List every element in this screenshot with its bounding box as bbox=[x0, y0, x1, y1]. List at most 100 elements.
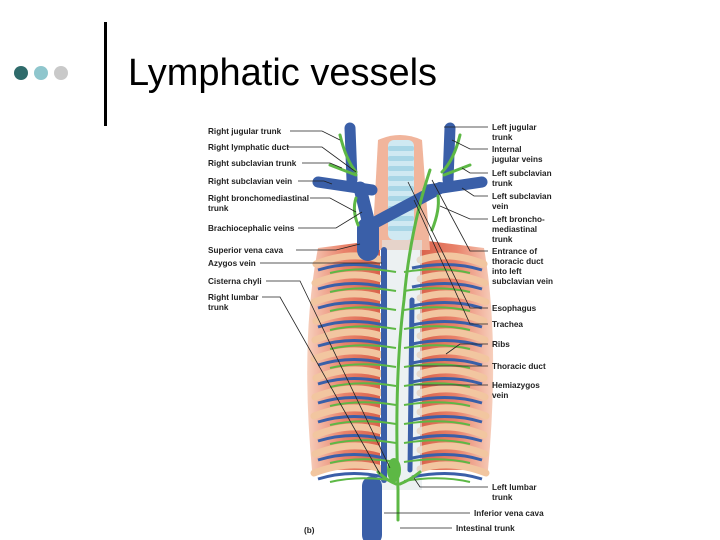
label-right-subclavian-trunk: Right subclavian trunk bbox=[208, 159, 297, 168]
intercostal-vein bbox=[411, 395, 483, 405]
trachea-ring bbox=[388, 166, 414, 171]
intercostal-vein bbox=[411, 433, 483, 443]
label-left-subclavian-trunk-2: trunk bbox=[492, 179, 513, 188]
label-brachiocephalic-veins: Brachiocephalic veins bbox=[208, 224, 295, 233]
left-internal-jugular-vein bbox=[442, 122, 456, 186]
label-inferior-vena-cava: Inferior vena cava bbox=[474, 509, 544, 518]
label-left-subclavian-vein: Left subclavian bbox=[492, 192, 552, 201]
label-ribs: Ribs bbox=[492, 340, 510, 349]
rib-right bbox=[416, 461, 490, 477]
label-hemiazygos-vein-2: vein bbox=[492, 391, 508, 400]
label-right-lumbar-trunk: Right lumbar bbox=[208, 293, 259, 302]
thoracic-duct bbox=[395, 168, 432, 492]
label-left-subclavian-vein-2: vein bbox=[492, 202, 508, 211]
rib-left bbox=[311, 271, 386, 287]
label-right-lumbar-trunk-2: trunk bbox=[208, 303, 229, 312]
label-right-bronchomediastinal: Right bronchomediastinal bbox=[208, 194, 309, 203]
lymph-vessels bbox=[328, 133, 472, 522]
intercostal-lymph bbox=[403, 458, 471, 464]
label-entrance-thoracic-duct-3: into left bbox=[492, 267, 522, 276]
intercostal-lymph bbox=[329, 287, 397, 293]
label-entrance-thoracic-duct-2: thoracic duct bbox=[492, 257, 544, 266]
leader-lines-left bbox=[260, 130, 391, 475]
rib-right bbox=[416, 290, 490, 306]
rib-left bbox=[312, 252, 386, 268]
intercostal-lymph bbox=[329, 439, 397, 445]
rib-left bbox=[312, 309, 386, 325]
right-internal-jugular-vein bbox=[344, 122, 358, 186]
label-thoracic-duct: Thoracic duct bbox=[492, 362, 546, 371]
left-subclavian-trunk bbox=[442, 163, 472, 177]
bullet-dot-3 bbox=[54, 66, 68, 80]
intercostal-vein bbox=[411, 319, 483, 329]
label-right-bronchomediastinal-2: trunk bbox=[208, 204, 229, 213]
trachea-ring bbox=[388, 156, 414, 161]
label-left-jugular-trunk: Left jugular bbox=[492, 123, 537, 132]
intercostal-vein bbox=[411, 300, 483, 310]
leader-lines-right bbox=[384, 126, 488, 529]
rib-left bbox=[310, 347, 386, 363]
slide-title: Lymphatic vessels bbox=[128, 52, 438, 94]
label-left-bronchomediastinal-2: mediastinal bbox=[492, 225, 537, 234]
bullet-dot-2 bbox=[34, 66, 48, 80]
rib-right bbox=[416, 385, 489, 401]
label-left-bronchomediastinal: Left broncho- bbox=[492, 215, 545, 224]
intercostal-lymph bbox=[329, 268, 397, 274]
intercostal-lymph bbox=[403, 420, 471, 426]
intercostal-vein bbox=[411, 471, 483, 481]
ribs-right bbox=[416, 252, 490, 477]
intercostal-vein bbox=[317, 300, 385, 310]
intercostal-lymph bbox=[329, 401, 397, 407]
label-left-bronchomediastinal-3: trunk bbox=[492, 235, 513, 244]
labels-left: Right jugular trunk Right lymphatic duct… bbox=[208, 127, 309, 312]
label-superior-vena-cava: Superior vena cava bbox=[208, 246, 284, 255]
intercostal-lymph bbox=[329, 477, 397, 483]
intercostal-lymph bbox=[329, 344, 397, 350]
intercostal-vein bbox=[411, 357, 483, 367]
rib-left bbox=[310, 290, 386, 306]
bullet-dot-1 bbox=[14, 66, 28, 80]
intercostal-lymph bbox=[403, 401, 471, 407]
trachea bbox=[388, 140, 414, 240]
intercostal-lymph bbox=[329, 306, 397, 312]
label-cisterna-chyli: Cisterna chyli bbox=[208, 277, 262, 286]
label-left-lumbar-trunk-2: trunk bbox=[492, 493, 513, 502]
label-right-jugular-trunk: Right jugular trunk bbox=[208, 127, 282, 136]
intercostal-vein bbox=[317, 395, 385, 405]
intercostal-lymph bbox=[403, 439, 471, 445]
label-hemiazygos-vein: Hemiazygos bbox=[492, 381, 540, 390]
label-entrance-thoracic-duct-4: subclavian vein bbox=[492, 277, 553, 286]
label-trachea: Trachea bbox=[492, 320, 523, 329]
rib-right bbox=[416, 404, 490, 420]
cisterna-chyli bbox=[387, 458, 401, 482]
intercostal-vein bbox=[411, 452, 483, 462]
rib-left bbox=[311, 442, 386, 458]
trachea-ring bbox=[388, 176, 414, 181]
ribcage bbox=[307, 135, 494, 477]
label-azygos-vein: Azygos vein bbox=[208, 259, 256, 268]
rib-left bbox=[310, 404, 386, 420]
label-left-subclavian-trunk: Left subclavian bbox=[492, 169, 552, 178]
left-jugular-trunk bbox=[440, 133, 462, 174]
rib-right bbox=[416, 423, 488, 439]
label-left-jugular-trunk-2: trunk bbox=[492, 133, 513, 142]
intercostal-vein bbox=[317, 357, 385, 367]
rib-left bbox=[312, 366, 386, 382]
label-left-lumbar-trunk: Left lumbar bbox=[492, 483, 537, 492]
right-subclavian-trunk bbox=[328, 163, 358, 177]
intercostal-lymph bbox=[403, 287, 471, 293]
slide-bullets bbox=[14, 66, 68, 80]
rib-right bbox=[416, 366, 488, 382]
intercostal-vein bbox=[317, 433, 385, 443]
intercostal-lymph bbox=[329, 325, 397, 331]
rib-right bbox=[416, 309, 488, 325]
intercostal-lymph bbox=[403, 306, 471, 312]
trachea-ring bbox=[388, 146, 414, 151]
intercostal-lymph bbox=[403, 477, 471, 483]
ribs-left bbox=[310, 252, 386, 477]
intercostal-vein bbox=[317, 338, 385, 348]
intercostal-vein bbox=[317, 376, 385, 386]
rib-right bbox=[416, 442, 489, 458]
intercostal-lymph bbox=[329, 363, 397, 369]
rib-right bbox=[416, 252, 488, 268]
